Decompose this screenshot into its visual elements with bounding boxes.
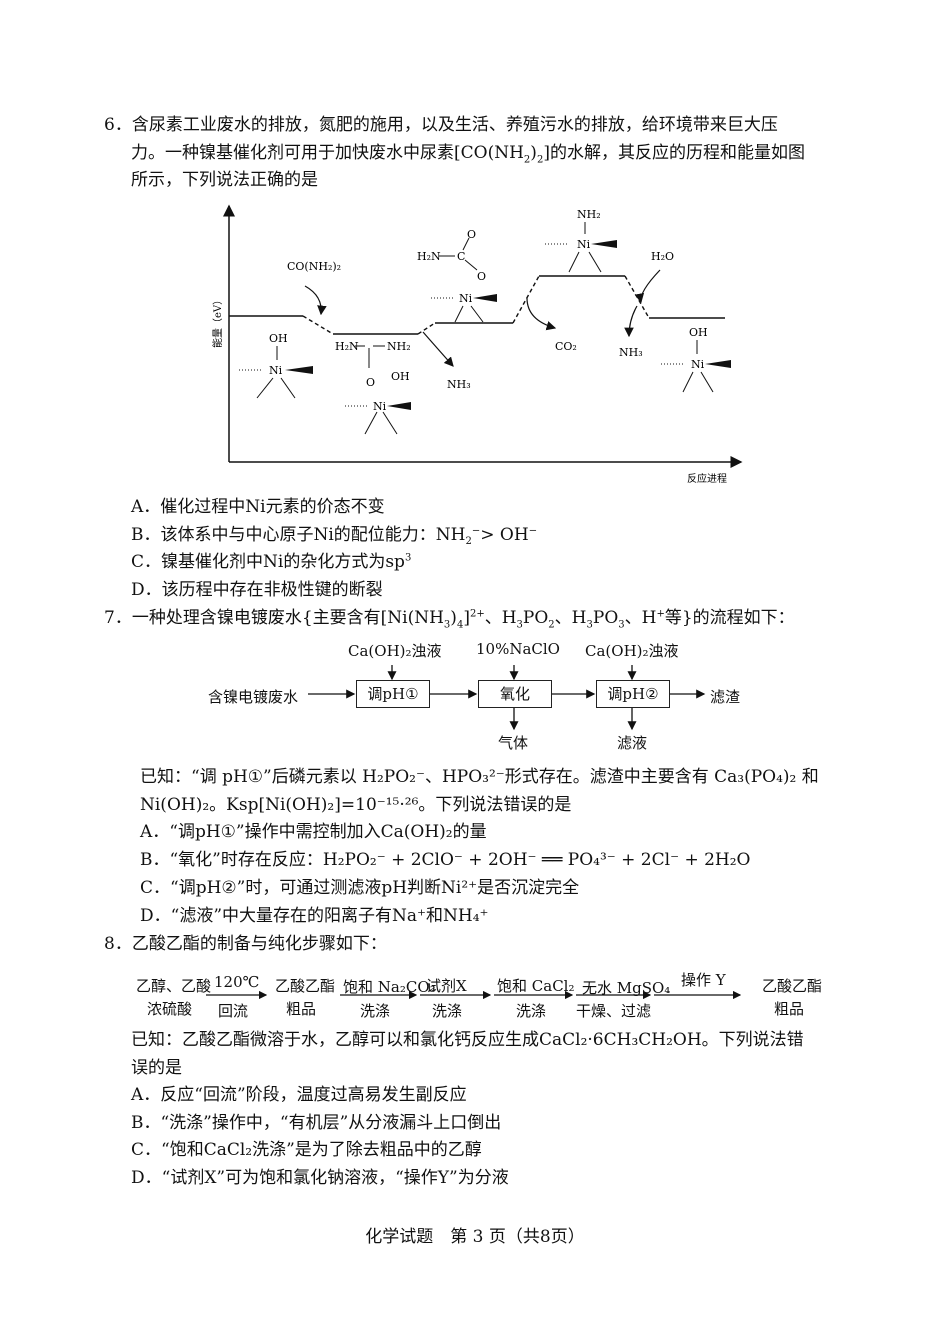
y-axis-label: 能量（eV） <box>211 295 224 348</box>
flow7-bottom3: 滤液 <box>617 734 648 752</box>
label-oh-2: OH <box>391 370 410 383</box>
label-o-1: O <box>366 376 375 389</box>
q7-stem-h: 、H <box>624 608 657 628</box>
q6-option-a: A．催化过程中Ni元素的价态不变 <box>131 497 385 517</box>
flow7-input: 含镍电镀废水 <box>208 688 299 706</box>
q7-stem-c: ] <box>463 608 470 628</box>
flow8-a5bot: 干燥、过滤 <box>576 1002 652 1020</box>
q6-option-b: B．该体系中与中心原子Ni的配位能力：NH2−> OH− <box>131 525 538 548</box>
label-co-nh2-2: CO(NH₂)₂ <box>287 260 341 273</box>
q6-line1: 6．含尿素工业废水的排放，氮肥的施用，以及生活、养殖污水的排放，给环境带来巨大压 <box>104 113 778 137</box>
q8-stem: 8．乙酸乙酯的制备与纯化步骤如下： <box>104 934 387 954</box>
flow8-a3top: 试剂X <box>426 977 467 995</box>
x-axis-label: 反应进程 <box>687 472 727 485</box>
page-footer: 化学试题 第 3 页（共8页） <box>365 1227 585 1247</box>
label-h2n-2: H₂N <box>417 250 441 263</box>
q7-option-b: B．“氧化”时存在反应：H₂PO₂⁻ + 2ClO⁻ + 2OH⁻ ══ PO₄… <box>140 850 751 870</box>
q7-stem-g: PO <box>592 608 619 628</box>
label-o-3: O <box>477 270 486 283</box>
label-ni-4: Ni <box>577 238 591 251</box>
q6-number: 6． <box>104 115 132 135</box>
q8-option-a: A．反应“回流”阶段，温度过高易发生副反应 <box>131 1085 467 1105</box>
q6-text2b: ) <box>530 143 537 163</box>
flow7-box1: 调pH① <box>356 680 430 708</box>
label-o-2: O <box>467 228 476 241</box>
q8-option-d: D．“试剂X”可为饱和氯化钠溶液，“操作Y”为分液 <box>131 1168 509 1188</box>
q8-known2: 误的是 <box>131 1058 182 1078</box>
label-ni-2: Ni <box>373 400 387 413</box>
q7-stem-f: 、H <box>554 608 587 628</box>
flow7-top2: 10%NaClO <box>476 640 560 658</box>
label-c: C <box>457 250 465 263</box>
label-ni-5: Ni <box>691 358 705 371</box>
flow8-s3b: 粗品 <box>774 1000 805 1018</box>
q6-option-b-text-a: B．该体系中与中心原子Ni的配位能力：NH <box>131 525 466 545</box>
q7-known1: 已知：“调 pH①”后磷元素以 H₂PO₂⁻、HPO₃²⁻形式存在。滤渣中主要含… <box>140 767 819 787</box>
q7-known2: Ni(OH)₂。Ksp[Ni(OH)₂]=10⁻¹⁵·²⁶。下列说法错误的是 <box>140 795 572 815</box>
q6-text2a: 力。一种镍基催化剂可用于加快废水中尿素[CO(NH <box>131 143 524 163</box>
q7-stem-b: ) <box>450 608 457 628</box>
label-ni-3: Ni <box>459 292 473 305</box>
flow7-arrows <box>308 665 706 731</box>
q7-stem-d: 、H <box>484 608 517 628</box>
q7-stem-a: 7．一种处理含镍电镀废水{主要含有[Ni(NH <box>104 608 444 628</box>
q6-text1: 含尿素工业废水的排放，氮肥的施用，以及生活、养殖污水的排放，给环境带来巨大压 <box>131 115 778 135</box>
flow7-bottom2: 气体 <box>498 734 529 752</box>
label-h2o: H₂O <box>651 250 674 263</box>
q6-option-d: D．该历程中存在非极性键的断裂 <box>131 580 383 600</box>
energy-diagram: 能量（eV） 反应进程 CO(NH₂)₂ OH Ni H₂N NH₂ O OH … <box>211 204 743 485</box>
flow8-a4top: 饱和 CaCl₂ <box>497 977 575 995</box>
flow8-a6top: 操作 Y <box>681 971 726 989</box>
label-nh3-2: NH₃ <box>619 346 643 359</box>
label-nh2-2: NH₂ <box>577 208 601 221</box>
label-ni-1: Ni <box>269 364 283 377</box>
flow8-s1a: 乙醇、乙酸 <box>136 977 212 995</box>
flow8-a1top: 120℃ <box>214 973 260 991</box>
flow7-box3: 调pH② <box>596 680 670 708</box>
q7-option-a: A．“调pH①”操作中需控制加入Ca(OH)₂的量 <box>140 822 487 842</box>
flow8-a2bot: 洗涤 <box>360 1002 391 1020</box>
q6-line3: 所示，下列说法正确的是 <box>131 170 318 190</box>
label-nh3-1: NH₃ <box>447 378 471 391</box>
flow7-top1: Ca(OH)₂浊液 <box>348 642 442 660</box>
flow8-s3a: 乙酸乙酯 <box>762 977 823 995</box>
label-co2: CO₂ <box>555 340 577 353</box>
q6-option-b-text-b: > OH <box>480 525 529 545</box>
flow8-a1bot: 回流 <box>218 1002 249 1020</box>
label-oh-3: OH <box>689 326 708 339</box>
flow8-s1b: 浓硫酸 <box>147 1000 193 1018</box>
label-nh2-1: NH₂ <box>387 340 411 353</box>
q7-option-c: C．“调pH②”时，可通过测滤液pH判断Ni²⁺是否沉淀完全 <box>140 878 580 898</box>
flow7-output: 滤渣 <box>710 688 741 706</box>
flow7-top3: Ca(OH)₂浊液 <box>585 642 679 660</box>
label-h2n-1: H₂N <box>335 340 359 353</box>
q8-known1: 已知：乙酸乙酯微溶于水，乙醇可以和氯化钙反应生成CaCl₂·6CH₃CH₂OH。… <box>131 1030 804 1050</box>
flow8-s2a: 乙酸乙酯 <box>275 977 336 995</box>
q7-stem-i: 等}的流程如下： <box>664 608 795 628</box>
flow8-a3bot: 洗涤 <box>432 1002 463 1020</box>
flow8-arrows <box>206 990 742 1000</box>
q6-option-c: C．镍基催化剂中Ni的杂化方式为sp3 <box>131 552 412 572</box>
flow8-s2b: 粗品 <box>286 1000 317 1018</box>
q8-option-b: B．“洗涤”操作中，“有机层”从分液漏斗上口倒出 <box>131 1113 502 1133</box>
q7-stem-e: PO <box>522 608 549 628</box>
label-oh-1: OH <box>269 332 288 345</box>
q8-option-c: C．“饱和CaCl₂洗涤”是为了除去粗品中的乙醇 <box>131 1140 482 1160</box>
q7-option-d: D．“滤液”中大量存在的阳离子有Na⁺和NH₄⁺ <box>140 906 489 926</box>
q7-stem: 7．一种处理含镍电镀废水{主要含有[Ni(NH3)4]2+、H3PO2、H3PO… <box>104 608 795 631</box>
q6-text2c: ]的水解，其反应的历程和能量如图 <box>543 143 805 163</box>
q6-option-c-text: C．镍基催化剂中Ni的杂化方式为sp <box>131 552 405 572</box>
q6-line2: 力。一种镍基催化剂可用于加快废水中尿素[CO(NH2)2]的水解，其反应的历程和… <box>131 143 805 166</box>
flow8-a4bot: 洗涤 <box>516 1002 547 1020</box>
flow7-box2: 氧化 <box>478 680 552 708</box>
